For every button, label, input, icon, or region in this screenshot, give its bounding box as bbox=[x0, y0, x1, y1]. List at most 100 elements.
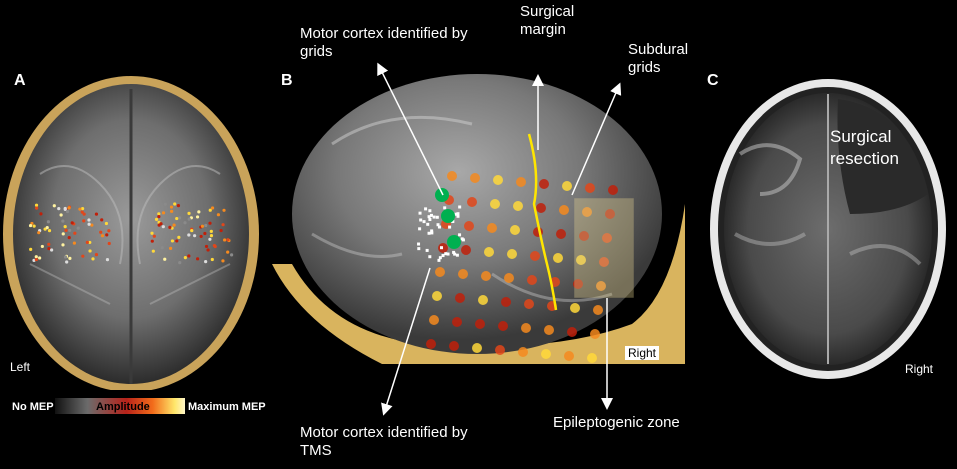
tms-point bbox=[65, 209, 70, 214]
tms-point bbox=[183, 256, 187, 260]
tms-point bbox=[104, 221, 109, 226]
tms-point bbox=[34, 257, 38, 262]
tms-point bbox=[187, 211, 191, 215]
tms-point bbox=[67, 236, 71, 240]
tms-point bbox=[418, 211, 422, 215]
grid-electrode bbox=[426, 339, 436, 349]
tms-point bbox=[57, 207, 61, 211]
grid-electrode bbox=[524, 299, 534, 309]
tms-point bbox=[169, 246, 173, 250]
tms-point bbox=[80, 206, 85, 211]
grid-electrode bbox=[582, 207, 592, 217]
grid-electrode bbox=[605, 209, 615, 219]
grid-electrode bbox=[472, 343, 482, 353]
tms-point bbox=[61, 243, 65, 247]
tms-mep-points bbox=[28, 202, 234, 265]
grid-electrode bbox=[579, 231, 589, 241]
tms-point bbox=[190, 228, 194, 233]
grid-electrode bbox=[530, 251, 540, 261]
tms-point bbox=[216, 213, 221, 217]
tms-point bbox=[87, 222, 91, 226]
tms-point bbox=[178, 261, 182, 265]
tms-point bbox=[428, 255, 432, 259]
tms-point bbox=[458, 233, 462, 237]
tms-point bbox=[76, 226, 80, 230]
panel-b-image bbox=[272, 74, 685, 364]
epileptogenic-zone-box bbox=[574, 198, 634, 298]
grid-electrode bbox=[513, 201, 523, 211]
surgical-margin-label: Surgical margin bbox=[520, 3, 575, 38]
grid-electrode bbox=[470, 173, 480, 183]
tms-point bbox=[150, 239, 154, 243]
grid-electrode bbox=[559, 205, 569, 215]
grid-electrode bbox=[544, 325, 554, 335]
tms-point bbox=[47, 242, 51, 246]
tms-point bbox=[61, 219, 65, 223]
tms-point bbox=[428, 217, 432, 221]
tms-point bbox=[435, 215, 439, 219]
tms-point bbox=[107, 229, 111, 233]
grid-electrode bbox=[481, 271, 491, 281]
tms-point bbox=[424, 207, 428, 211]
grid-electrode bbox=[576, 255, 586, 265]
tms-point bbox=[50, 248, 54, 252]
tms-point bbox=[163, 257, 167, 261]
surgical-margin-line bbox=[527, 133, 558, 311]
panel-c-axial-mri: C Surgical resection Right bbox=[700, 64, 957, 390]
grid-electrode bbox=[570, 303, 580, 313]
tms-point bbox=[68, 256, 72, 260]
tms-point bbox=[451, 219, 455, 223]
tms-point bbox=[91, 257, 95, 261]
grid-electrode bbox=[573, 279, 583, 289]
tms-point bbox=[455, 253, 459, 257]
tms-point bbox=[73, 231, 77, 235]
tms-point bbox=[422, 220, 426, 224]
tms-point bbox=[427, 231, 431, 235]
tms-point bbox=[210, 257, 214, 262]
tms-point bbox=[196, 257, 200, 261]
motor-grids-label: Motor cortex identified by grids bbox=[300, 25, 468, 60]
grid-electrode bbox=[478, 295, 488, 305]
panel-a-side-label: Left bbox=[10, 360, 31, 374]
tms-point bbox=[417, 242, 421, 246]
tms-point bbox=[46, 220, 51, 224]
grid-electrode bbox=[593, 305, 603, 315]
grid-electrode bbox=[562, 181, 572, 191]
tms-point bbox=[94, 212, 99, 216]
grid-electrode bbox=[487, 223, 497, 233]
grid-electrode bbox=[467, 197, 477, 207]
tms-point bbox=[28, 223, 33, 228]
grid-electrode bbox=[447, 171, 457, 181]
tms-point bbox=[417, 247, 421, 251]
tms-point bbox=[78, 207, 82, 211]
tms-point bbox=[100, 218, 104, 222]
tms-point bbox=[426, 222, 430, 226]
tms-point bbox=[438, 256, 442, 260]
tms-point bbox=[436, 223, 440, 227]
tms-point bbox=[187, 217, 191, 221]
grid-electrode bbox=[490, 199, 500, 209]
tms-point bbox=[94, 252, 99, 257]
tms-point bbox=[68, 228, 72, 232]
tms-point bbox=[99, 230, 103, 234]
grid-electrode bbox=[464, 221, 474, 231]
grid-electrode bbox=[449, 341, 459, 351]
grid-motor-marker-3 bbox=[447, 235, 461, 249]
colorbar-min-label: No MEP bbox=[12, 401, 54, 413]
tms-point bbox=[425, 248, 429, 252]
tms-point bbox=[105, 258, 110, 262]
tms-point bbox=[208, 237, 212, 241]
grid-electrode bbox=[461, 245, 471, 255]
panel-c-letter: C bbox=[707, 72, 719, 89]
panel-c-side-label: Right bbox=[905, 362, 934, 376]
tms-point bbox=[160, 246, 164, 250]
tms-point bbox=[52, 204, 56, 208]
tms-point bbox=[105, 233, 109, 237]
tms-point bbox=[427, 215, 431, 219]
tms-point bbox=[446, 252, 450, 256]
tms-point bbox=[226, 250, 230, 254]
tms-point bbox=[163, 202, 167, 206]
tms-point bbox=[418, 227, 422, 231]
tms-point bbox=[39, 212, 43, 216]
grid-electrode bbox=[587, 353, 597, 363]
